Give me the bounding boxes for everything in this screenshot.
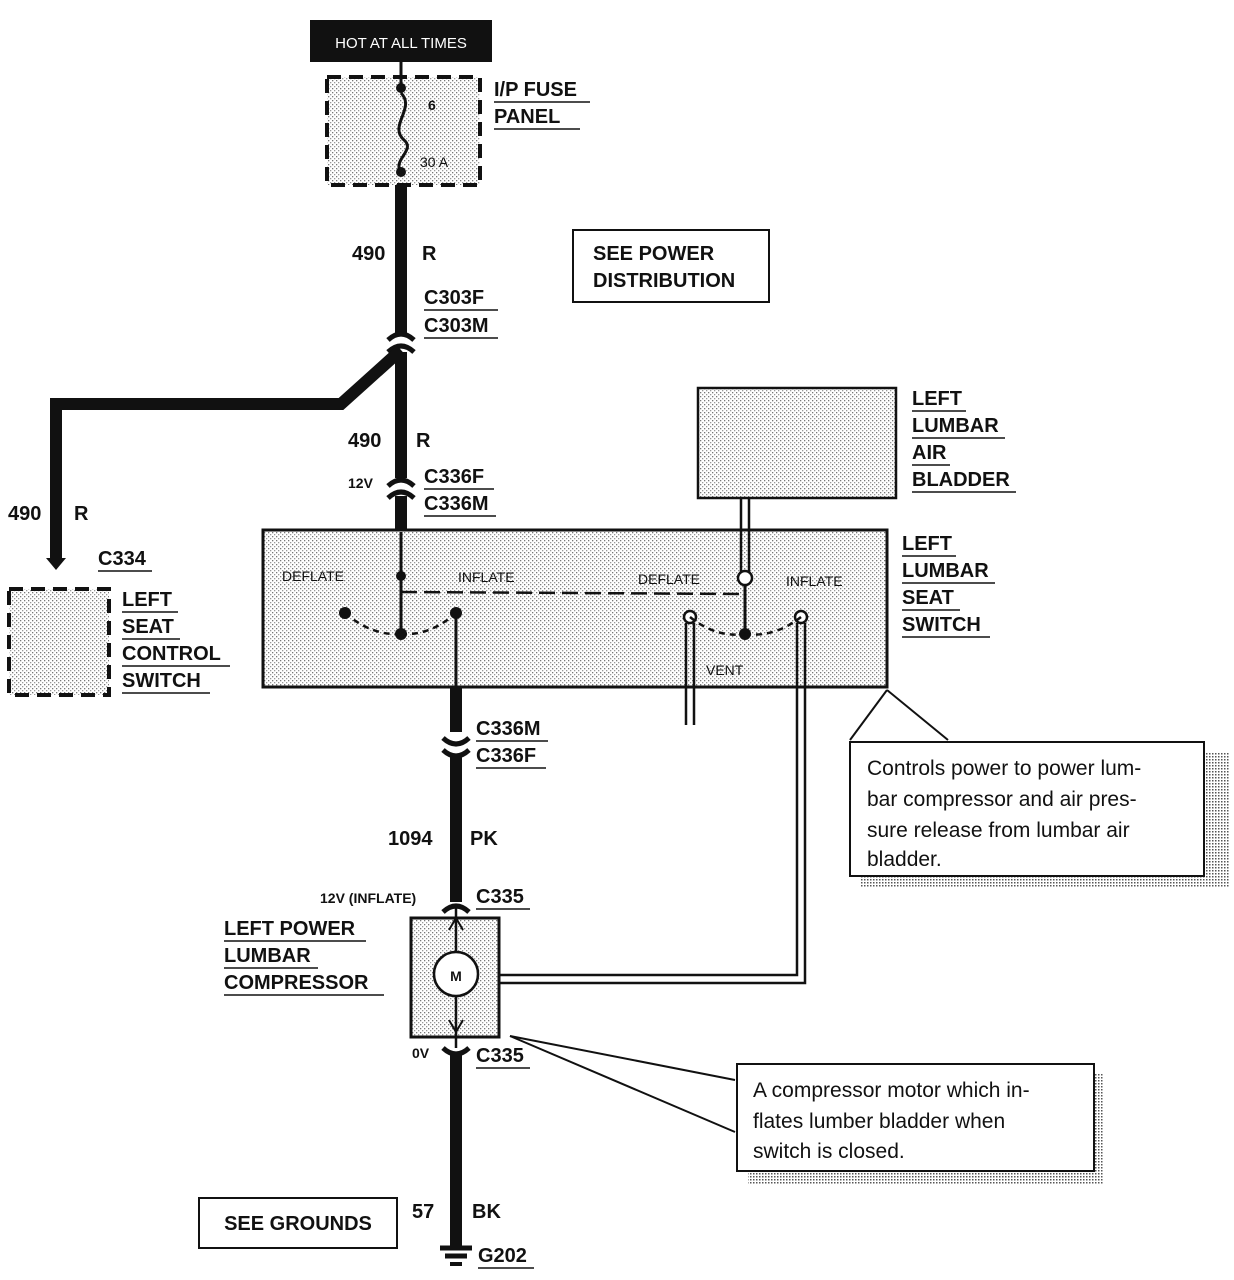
- wire-left-color: R: [74, 503, 89, 525]
- voltage-inflate: 12V (INFLATE): [320, 890, 416, 906]
- callout-switch-line4: bladder.: [867, 848, 942, 871]
- inflate-left-label: INFLATE: [458, 569, 515, 585]
- wire-pk-circuit: 1094: [388, 828, 433, 850]
- fuse-panel-name-line1: I/P FUSE: [494, 79, 577, 101]
- left-seat-switch-line3: CONTROL: [122, 643, 221, 665]
- compressor-name-line1: LEFT POWER: [224, 918, 356, 940]
- see-power-line1: SEE POWER: [593, 243, 715, 265]
- air-bladder-line1: LEFT: [912, 388, 962, 410]
- wire-pk-color: PK: [470, 828, 498, 850]
- ground-label: G202: [478, 1245, 527, 1267]
- wire-top-color: R: [422, 243, 437, 265]
- air-bladder-line3: AIR: [912, 442, 947, 464]
- see-power-line2: DISTRIBUTION: [593, 270, 735, 292]
- wire-bk-color: BK: [472, 1201, 501, 1223]
- air-bladder-line4: BLADDER: [912, 469, 1010, 491]
- compressor-name-line3: COMPRESSOR: [224, 972, 369, 994]
- callout-compressor-box: [736, 1063, 1095, 1172]
- voltage-12v: 12V: [348, 475, 374, 491]
- arrow-down-icon: [448, 1019, 464, 1034]
- connector-c336-top: [386, 477, 416, 500]
- lumbar-switch-line1: LEFT: [902, 533, 952, 555]
- callout-switch-line2: bar compressor and air pres-: [867, 788, 1137, 811]
- lumbar-switch-line2: LUMBAR: [902, 560, 989, 582]
- left-seat-switch-line2: SEAT: [122, 616, 174, 638]
- callout-switch-box: [849, 741, 1205, 877]
- see-power-distribution-box: SEE POWER DISTRIBUTION: [572, 229, 770, 303]
- vent-label: VENT: [706, 662, 744, 678]
- callout-compressor-line1: A compressor motor which in-: [753, 1079, 1030, 1102]
- hot-at-all-times-label: HOT AT ALL TIMES: [335, 35, 467, 52]
- electrical-switch: [339, 532, 462, 687]
- c336f-bottom-label: C336F: [476, 745, 536, 767]
- fuse-terminal-top: [396, 83, 406, 93]
- fuse-icon: [397, 91, 409, 173]
- c334-label: C334: [98, 548, 147, 570]
- arrow-up-icon: [448, 916, 464, 931]
- motor-symbol: M: [450, 968, 462, 984]
- c336m-bottom-label: C336M: [476, 718, 540, 740]
- voltage-0v: 0V: [412, 1045, 430, 1061]
- connector-c336-bottom: [441, 736, 471, 759]
- deflate-left-label: DEFLATE: [282, 568, 344, 584]
- deflate-right-label: DEFLATE: [638, 571, 700, 587]
- air-hose-outer: [475, 623, 799, 977]
- connector-c335-bottom: [441, 1046, 471, 1057]
- callout-switch-line3: sure release from lumbar air: [867, 819, 1130, 842]
- fuse-terminal-bottom: [396, 167, 406, 177]
- inflate-right-label: INFLATE: [786, 573, 843, 589]
- c335-bottom-label: C335: [476, 1045, 524, 1067]
- c335-top-label: C335: [476, 886, 524, 908]
- wire-mid-color: R: [416, 430, 431, 452]
- compressor-name-line2: LUMBAR: [224, 945, 311, 967]
- callout-compressor-line2: flates lumber bladder when: [753, 1110, 1005, 1133]
- fuse-rating: 30 A: [420, 154, 449, 170]
- c334-connector-arrow: [46, 558, 66, 570]
- hot-at-all-times-banner: HOT AT ALL TIMES: [310, 20, 492, 62]
- left-lumbar-air-bladder: [696, 386, 898, 500]
- left-seat-control-switch-box: [7, 587, 111, 697]
- lumbar-switch-line3: SEAT: [902, 587, 954, 609]
- left-lumbar-seat-switch-box: [261, 528, 889, 689]
- callout-switch-line1: Controls power to power lum-: [867, 757, 1141, 780]
- wire-mid-circuit: 490: [348, 430, 381, 452]
- left-seat-switch-line4: SWITCH: [122, 670, 201, 692]
- wire-bk-circuit: 57: [412, 1201, 434, 1223]
- wire-490-r-left: [50, 345, 406, 560]
- air-hose-inner: [475, 623, 807, 985]
- lumbar-switch-line4: SWITCH: [902, 614, 981, 636]
- pneumatic-valve: [682, 498, 809, 725]
- c336m-top-label: C336M: [424, 493, 488, 515]
- c303f-label: C303F: [424, 287, 484, 309]
- left-seat-switch-line1: LEFT: [122, 589, 172, 611]
- c303m-label: C303M: [424, 315, 488, 337]
- see-grounds-box: [198, 1197, 398, 1249]
- mechanical-link: [400, 590, 746, 596]
- see-grounds-label: SEE GROUNDS: [224, 1213, 372, 1235]
- connector-c303: [386, 331, 416, 354]
- c336f-top-label: C336F: [424, 466, 484, 488]
- wire-left-circuit: 490: [8, 503, 41, 525]
- fuse-panel-name-line2: PANEL: [494, 106, 560, 128]
- callout-compressor-line3: switch is closed.: [753, 1140, 905, 1163]
- ground-icon: [440, 1245, 472, 1266]
- fuse-number: 6: [428, 97, 436, 113]
- air-bladder-line2: LUMBAR: [912, 415, 999, 437]
- wire-top-circuit: 490: [352, 243, 385, 265]
- ip-fuse-panel: 6 30 A: [325, 62, 482, 187]
